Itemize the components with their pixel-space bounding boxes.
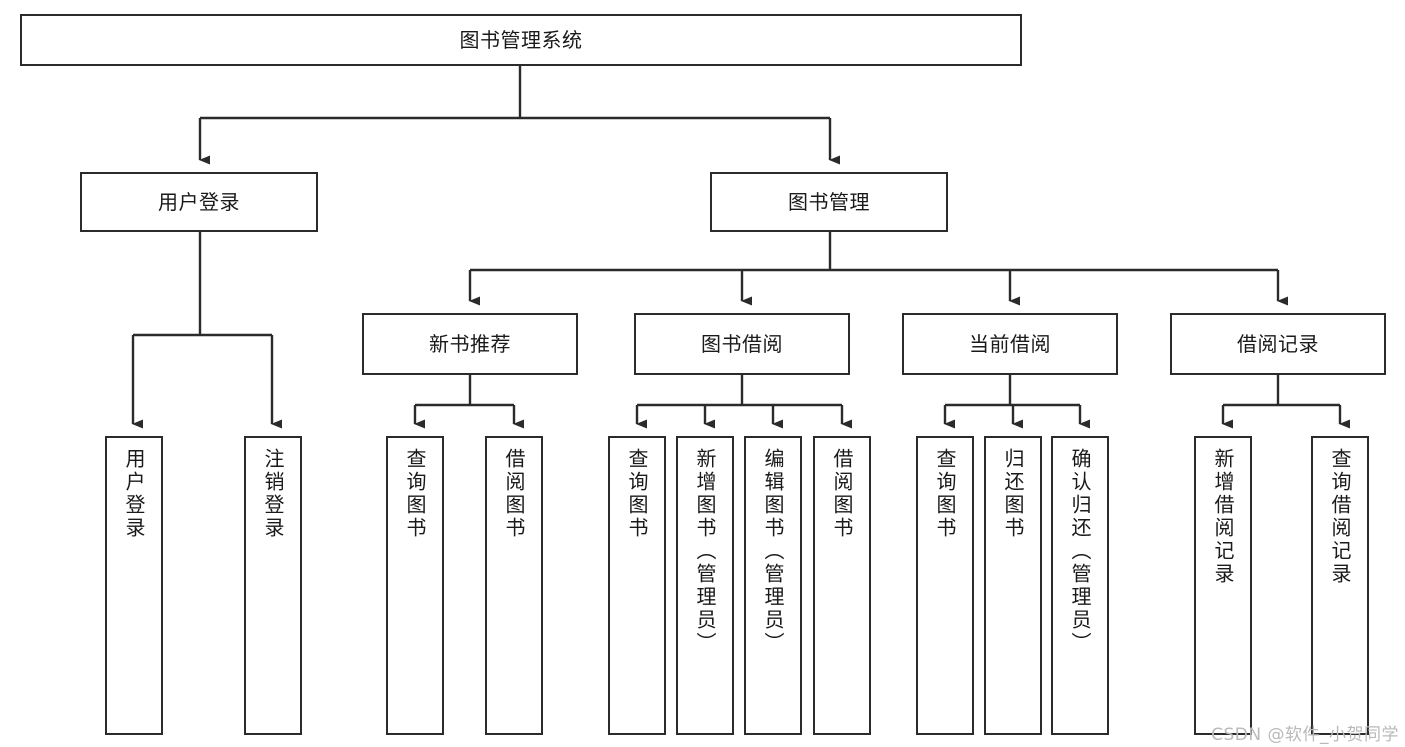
watermark-text: CSDN @软件_小贺同学 (1211, 725, 1399, 745)
node-label: 查询图书 (625, 448, 649, 540)
node-label: 确认归还（管理员） (1068, 448, 1092, 655)
node-label: 图书管理 (788, 189, 870, 214)
node-label: 查询图书 (403, 448, 427, 540)
node-label: 用户登录 (158, 189, 240, 214)
leaf-new-book-borrow[interactable]: 借阅图书 (485, 436, 543, 735)
node-label: 新增图书（管理员） (693, 448, 717, 655)
node-label: 图书借阅 (701, 331, 783, 356)
leaf-user-login[interactable]: 用户登录 (105, 436, 163, 735)
node-root-book-management-system[interactable]: 图书管理系统 (20, 14, 1022, 66)
node-label: 借阅图书 (830, 448, 854, 540)
node-user-login[interactable]: 用户登录 (80, 172, 318, 232)
leaf-record-query[interactable]: 查询借阅记录 (1311, 436, 1369, 735)
node-label: 编辑图书（管理员） (761, 448, 785, 655)
node-label: 注销登录 (261, 448, 285, 540)
leaf-new-book-query[interactable]: 查询图书 (386, 436, 444, 735)
node-label: 借阅图书 (502, 448, 526, 540)
node-book-borrow[interactable]: 图书借阅 (634, 313, 850, 375)
node-label: 新增借阅记录 (1211, 448, 1235, 586)
leaf-current-return-book[interactable]: 归还图书 (984, 436, 1042, 735)
node-label: 用户登录 (122, 448, 146, 540)
node-label: 图书管理系统 (459, 27, 583, 52)
node-label: 归还图书 (1001, 448, 1025, 540)
leaf-user-logout[interactable]: 注销登录 (244, 436, 302, 735)
leaf-borrow-lend-book[interactable]: 借阅图书 (813, 436, 871, 735)
leaf-borrow-query-book[interactable]: 查询图书 (608, 436, 666, 735)
leaf-current-confirm-return[interactable]: 确认归还（管理员） (1051, 436, 1109, 735)
leaf-borrow-edit-book[interactable]: 编辑图书（管理员） (744, 436, 802, 735)
node-book-management[interactable]: 图书管理 (710, 172, 948, 232)
leaf-borrow-add-book[interactable]: 新增图书（管理员） (676, 436, 734, 735)
node-label: 查询图书 (933, 448, 957, 540)
node-current-borrow[interactable]: 当前借阅 (902, 313, 1118, 375)
leaf-current-query-book[interactable]: 查询图书 (916, 436, 974, 735)
node-label: 当前借阅 (969, 331, 1051, 356)
node-borrow-record[interactable]: 借阅记录 (1170, 313, 1386, 375)
node-new-book-recommend[interactable]: 新书推荐 (362, 313, 578, 375)
node-label: 查询借阅记录 (1328, 448, 1352, 586)
node-label: 新书推荐 (429, 331, 511, 356)
node-label: 借阅记录 (1237, 331, 1319, 356)
leaf-record-add[interactable]: 新增借阅记录 (1194, 436, 1252, 735)
